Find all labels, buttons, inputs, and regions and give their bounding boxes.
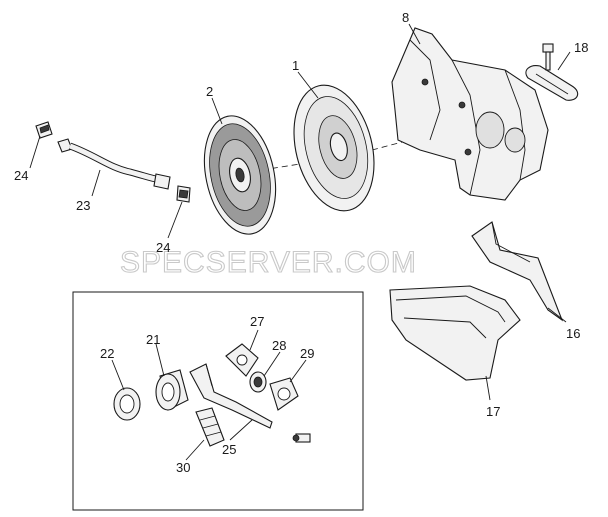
callout-29: 29 [300,346,314,361]
part-2-clutch-disc [203,115,277,235]
part-17-pan [389,285,521,381]
callout-1: 1 [292,58,299,73]
part-27-flange [225,343,259,377]
part-29-flange [269,377,299,411]
callout-24-left: 24 [14,168,28,183]
part-1-pressure-plate [293,84,375,212]
part-8-clutch-housing [391,27,549,201]
callout-17: 17 [486,404,500,419]
callout-27: 27 [250,314,264,329]
part-28-bushing [249,371,267,393]
callout-21: 21 [146,332,160,347]
part-16-cover [471,221,564,322]
callout-25: 25 [222,442,236,457]
part-23-hose [57,138,171,190]
inset-frame [72,291,364,511]
callout-2: 2 [206,84,213,99]
watermark-text: SPECSERVER.COM [120,246,417,279]
callout-28: 28 [272,338,286,353]
pivot-pin [292,433,311,443]
leader-lines [29,23,571,461]
callout-30: 30 [176,460,190,475]
part-25-release-fork [189,363,273,429]
part-24-fitting-right [176,185,191,203]
callout-24-right: 24 [156,240,170,255]
callout-18: 18 [574,40,588,55]
part-24-fitting-left [35,121,53,139]
callout-16: 16 [566,326,580,341]
callout-8: 8 [402,10,409,25]
callout-23: 23 [76,198,90,213]
part-21-release-bearing [155,369,189,411]
part-22-seal [113,387,141,421]
callout-22: 22 [100,346,114,361]
part-18-bolt-plate [525,43,579,101]
part-30-boot [195,407,225,447]
